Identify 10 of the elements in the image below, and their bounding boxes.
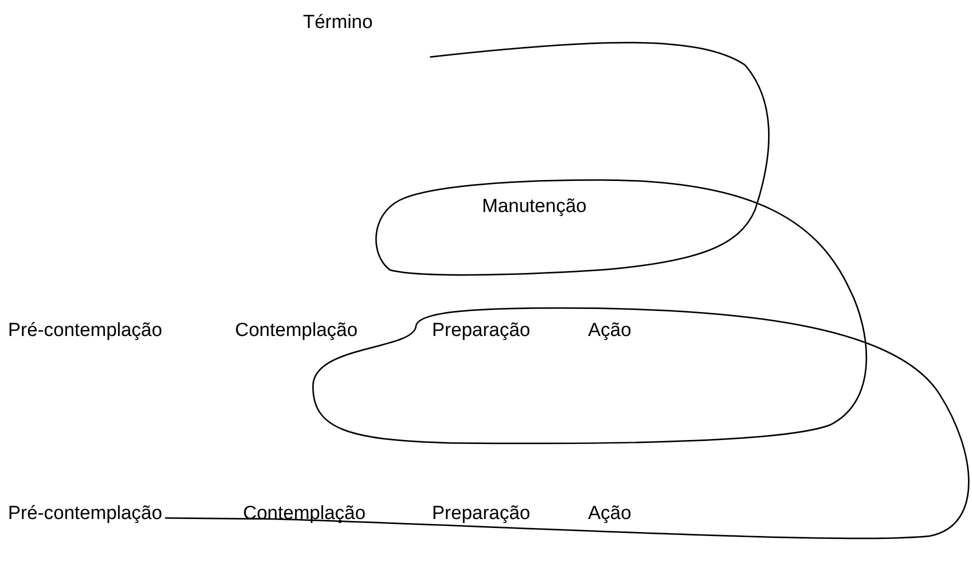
stage-label: Pré-contemplação	[8, 503, 162, 525]
stage-label: Término	[303, 12, 373, 34]
stage-label: Preparação	[432, 503, 530, 525]
stage-label: Contemplação	[243, 503, 366, 525]
stage-label: Preparação	[432, 320, 530, 342]
stage-label: Ação	[588, 503, 632, 525]
stage-label: Manutenção	[482, 196, 587, 218]
stage-label: Ação	[588, 320, 632, 342]
stage-label: Contemplação	[235, 320, 358, 342]
stage-label: Pré-contemplação	[8, 320, 162, 342]
